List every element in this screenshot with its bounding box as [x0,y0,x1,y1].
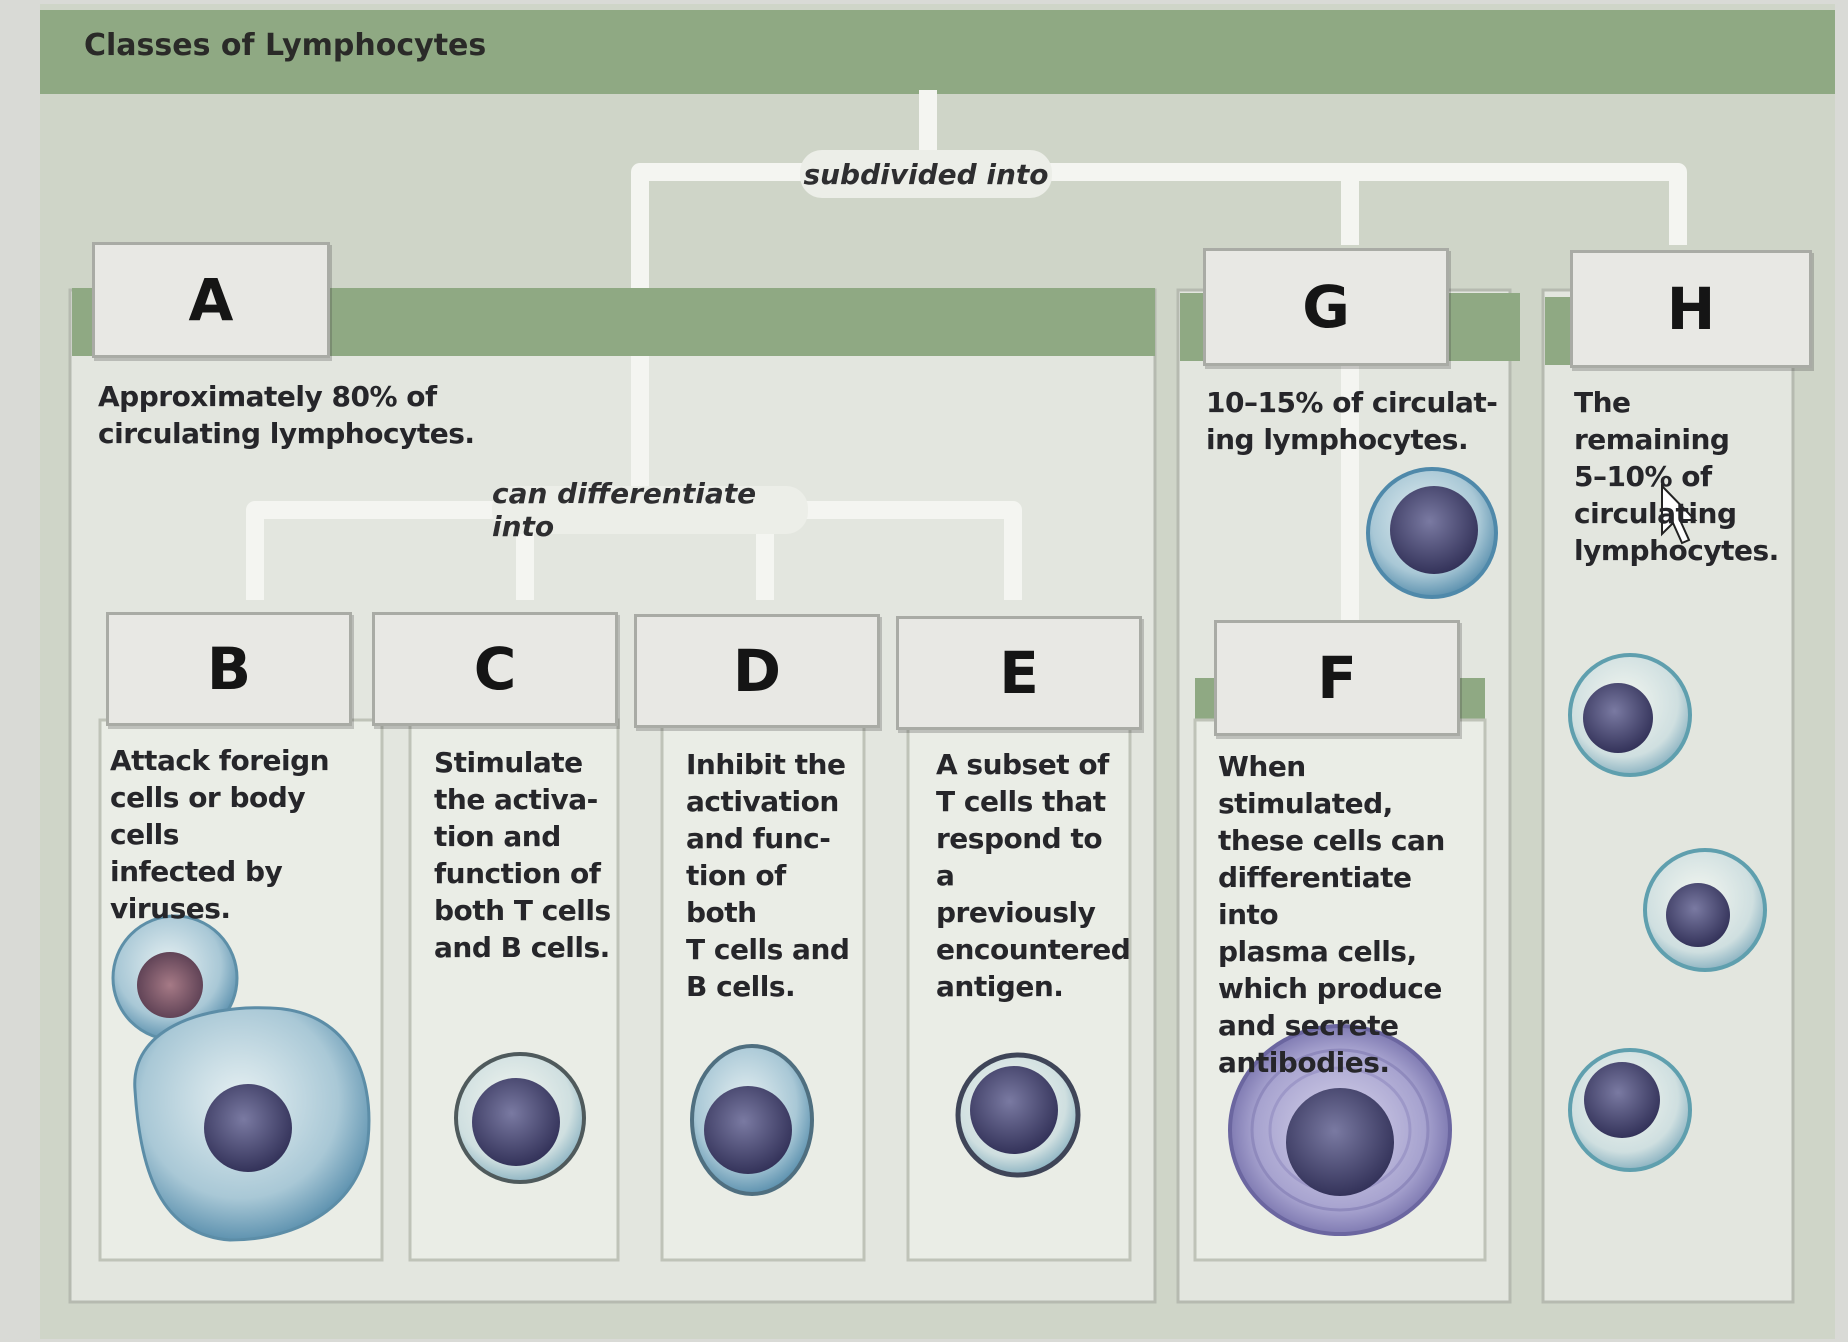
cell-h-2 [1643,848,1767,972]
cell-h-3 [1568,1048,1692,1172]
box-b-description: Attack foreign cells or body cells infec… [110,744,330,925]
box-d-letter: D [634,614,880,728]
mouse-cursor-icon [1661,483,1698,545]
cell-c [454,1052,586,1184]
cell-e [955,1052,1081,1178]
box-e-description: A subset of T cells that respond to a pr… [936,748,1131,1003]
cell-g [1366,467,1498,599]
cell-b-large [133,1006,371,1242]
box-g-letter: G [1203,248,1449,366]
box-c-letter: C [372,612,618,726]
box-f-description: When stimulated, these cells can differe… [1218,750,1445,1079]
box-e-letter: E [896,616,1142,730]
differentiate-label: can differentiate into [492,477,808,543]
box-g-description: 10–15% of circulat- ing lymphocytes. [1206,386,1498,456]
box-h-description: The remaining 5–10% of circulating lymph… [1574,386,1779,567]
box-d-description: Inhibit the activation and func- tion of… [686,748,850,1003]
box-c-description: Stimulate the activa- tion and function … [434,746,611,964]
figure-title: Classes of Lymphocytes [84,28,487,63]
cell-b-small [111,914,239,1042]
subdivide-connector [631,90,1687,290]
box-a-letter: A [92,242,330,358]
cell-f-plasma [1228,1024,1452,1236]
cell-h-1 [1568,653,1692,777]
box-b-letter: B [106,612,352,726]
box-h-letter: H [1570,250,1812,368]
box-f-letter: F [1214,620,1460,736]
title-banner [40,10,1835,94]
cell-d [690,1044,814,1196]
box-a-description: Approximately 80% of circulating lymphoc… [98,380,475,450]
subdivided-label: subdivided into [800,150,1052,198]
